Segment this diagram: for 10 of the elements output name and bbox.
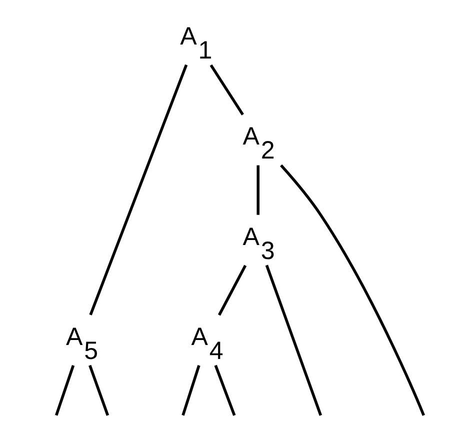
connector (88, 364, 110, 416)
connector (182, 364, 200, 416)
connector (256, 164, 260, 214)
connector (265, 264, 322, 416)
connector (218, 264, 247, 316)
connector (280, 164, 425, 416)
connector (210, 64, 244, 115)
connector (55, 364, 75, 416)
connector (89, 64, 188, 315)
connector (214, 364, 236, 416)
